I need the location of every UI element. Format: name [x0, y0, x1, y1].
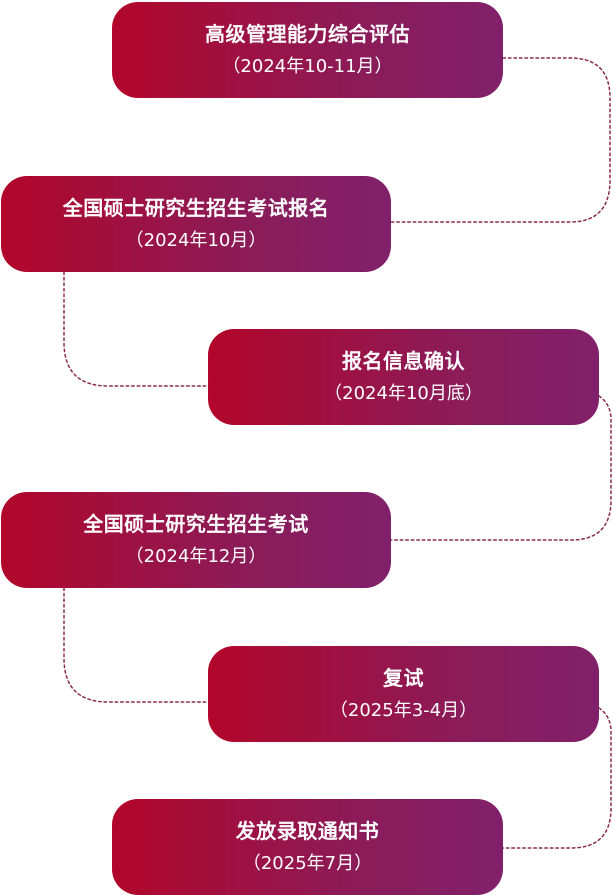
step-6-title: 发放录取通知书 [235, 819, 380, 843]
step-6-admission-notice: 发放录取通知书 （2025年7月） [112, 799, 503, 895]
step-6-date: （2025年7月） [242, 853, 373, 874]
step-4-date: （2024年12月） [125, 546, 267, 567]
step-3-registration-confirmation: 报名信息确认 （2024年10月底） [208, 329, 599, 425]
connector-4-5 [63, 587, 209, 703]
step-3-date: （2024年10月底） [324, 383, 483, 404]
step-5-title: 复试 [383, 666, 424, 690]
step-5-retest: 复试 （2025年3-4月） [208, 646, 599, 742]
step-5-date: （2025年3-4月） [329, 700, 478, 721]
connector-2-3 [63, 271, 209, 387]
step-3-title: 报名信息确认 [342, 349, 465, 373]
connector-5-6 [502, 707, 612, 849]
step-2-title: 全国硕士研究生招生考试报名 [62, 196, 330, 220]
step-2-exam-registration: 全国硕士研究生招生考试报名 （2024年10月） [1, 176, 391, 272]
connector-1-2 [390, 57, 611, 223]
step-1-date: （2024年10-11月） [222, 56, 393, 77]
step-1-title: 高级管理能力综合评估 [205, 22, 410, 46]
step-4-national-exam: 全国硕士研究生招生考试 （2024年12月） [1, 492, 391, 588]
step-1-management-assessment: 高级管理能力综合评估 （2024年10-11月） [112, 2, 503, 98]
step-2-date: （2024年10月） [125, 230, 267, 251]
step-4-title: 全国硕士研究生招生考试 [83, 512, 309, 536]
